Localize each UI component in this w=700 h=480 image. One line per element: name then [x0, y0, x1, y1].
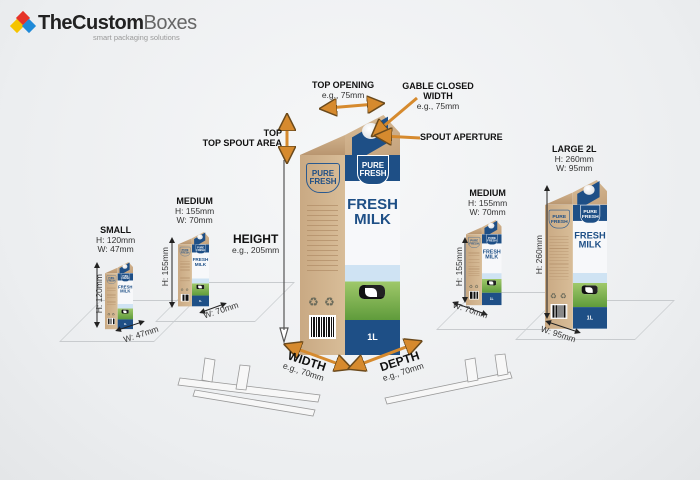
- medium-right-height-dim: H: 155mm: [453, 247, 464, 287]
- large-height-dim: H: 260mm: [533, 235, 544, 275]
- carton-large: PURE FRESH ♻ ♻ PURE FRESH FRESH MILK 1L: [545, 180, 607, 329]
- product-title: FRESH MILK: [118, 284, 133, 294]
- product-title: FRESH MILK: [482, 248, 501, 261]
- carton-side-panel: PURE FRESH ♻ ♻: [466, 234, 482, 306]
- width-arrow: [292, 347, 344, 366]
- spout-cap: [488, 222, 495, 229]
- text-lines: [106, 287, 116, 307]
- product-title: FRESH MILK: [347, 196, 398, 228]
- brand-tagline: smart packaging solutions: [93, 33, 180, 42]
- carton-medium-left: PURE FRESH ♻ ♻ PURE FRESH FRESH MILK 1L: [178, 232, 209, 307]
- recycle-icon: ♻: [185, 287, 189, 293]
- meadow-image: [345, 265, 400, 320]
- barcode: [180, 294, 190, 302]
- recycle-icon: ♻: [324, 295, 335, 309]
- carton-side-panel: PURE FRESH ♻ ♻: [105, 273, 118, 330]
- barcode: [107, 318, 116, 325]
- medium-left-width-line: [199, 302, 227, 314]
- recycle-icon: ♻: [549, 291, 557, 301]
- meadow-image: [191, 278, 209, 296]
- height-arrow: [279, 160, 289, 345]
- caliper-left: [177, 357, 321, 417]
- spout-cap: [122, 264, 128, 269]
- meadow-image: [481, 273, 502, 293]
- brand-name: TheCustomBoxes: [38, 12, 197, 34]
- depth-arrow: [356, 344, 414, 366]
- brand-badge: PURE FRESH: [306, 163, 340, 193]
- cow-icon: [196, 284, 205, 290]
- medium-left-height-dim: H: 155mm: [159, 247, 170, 287]
- brand-badge: PURE FRESH: [357, 155, 389, 185]
- brand-badge: PURE FRESH: [106, 275, 117, 284]
- recycle-icon: ♻: [308, 295, 319, 309]
- large-width-line: [545, 320, 581, 334]
- carton-medium-right: PURE FRESH ♻ ♻ PURE FRESH FRESH MILK 1L: [466, 220, 502, 306]
- product-title: FRESH MILK: [192, 257, 209, 268]
- carton-front-panel: PURE FRESH FRESH MILK 1L: [572, 204, 607, 329]
- brand-logo: TheCustomBoxes: [9, 10, 197, 35]
- barcode: [309, 315, 336, 339]
- carton-side-panel: PURE FRESH ♻ ♻: [300, 155, 345, 355]
- meadow-image: [572, 273, 607, 308]
- cow-icon: [486, 280, 497, 286]
- top-opening-arrow: [328, 104, 376, 108]
- text-lines: [180, 259, 190, 282]
- brand-badge: PURE FRESH: [486, 234, 498, 245]
- recycle-icon: ♻: [559, 291, 567, 301]
- brand-badge: PURE FRESH: [120, 273, 130, 282]
- recycle-icon: ♻: [180, 287, 184, 293]
- brand-badge: PURE FRESH: [468, 237, 481, 248]
- volume-label: 1L: [572, 307, 607, 329]
- meadow-image: [117, 304, 133, 320]
- product-title: FRESH MILK: [574, 230, 606, 251]
- carton-front-panel: PURE FRESH FRESH MILK 1L: [191, 244, 209, 307]
- recycle-icon: ♻: [474, 283, 479, 289]
- spout-aperture-arrow: [383, 136, 421, 138]
- recycle-icon: ♻: [468, 283, 473, 289]
- medium-right-width-line: [452, 301, 488, 316]
- spout-cap: [197, 234, 203, 240]
- spout-aperture-label: SPOUT APERTURE: [420, 132, 503, 142]
- text-lines: [468, 251, 480, 277]
- gable-width-arrow: [378, 96, 418, 131]
- caliper-right: [384, 353, 513, 405]
- brand-badge: PURE FRESH: [195, 244, 206, 254]
- carton-side-panel: PURE FRESH ♻ ♻: [178, 244, 192, 307]
- small-height-dim: H: 120mm: [93, 274, 104, 314]
- cow-icon: [581, 285, 598, 295]
- brand-badge: PURE FRESH: [179, 246, 191, 257]
- barcode: [469, 291, 479, 300]
- cow-icon: [359, 285, 385, 299]
- carton-front-panel: PURE FRESH FRESH MILK 1L: [481, 234, 502, 306]
- recycle-icon: ♻: [111, 312, 115, 317]
- barcode: [550, 304, 568, 319]
- brand-badge: PURE FRESH: [580, 204, 601, 224]
- text-lines: [307, 205, 338, 275]
- text-lines: [549, 235, 569, 280]
- carton-gable-side: [466, 227, 482, 235]
- small-width-line: [115, 320, 145, 332]
- cow-icon: [121, 309, 129, 314]
- volume-label: 1L: [191, 295, 209, 307]
- carton-gable-side: [178, 238, 192, 245]
- carton-front-panel: PURE FRESH FRESH MILK 1L: [345, 155, 400, 355]
- recycle-icon: ♻: [107, 312, 111, 317]
- spout-cap: [583, 184, 595, 195]
- carton-gable-side: [105, 267, 118, 274]
